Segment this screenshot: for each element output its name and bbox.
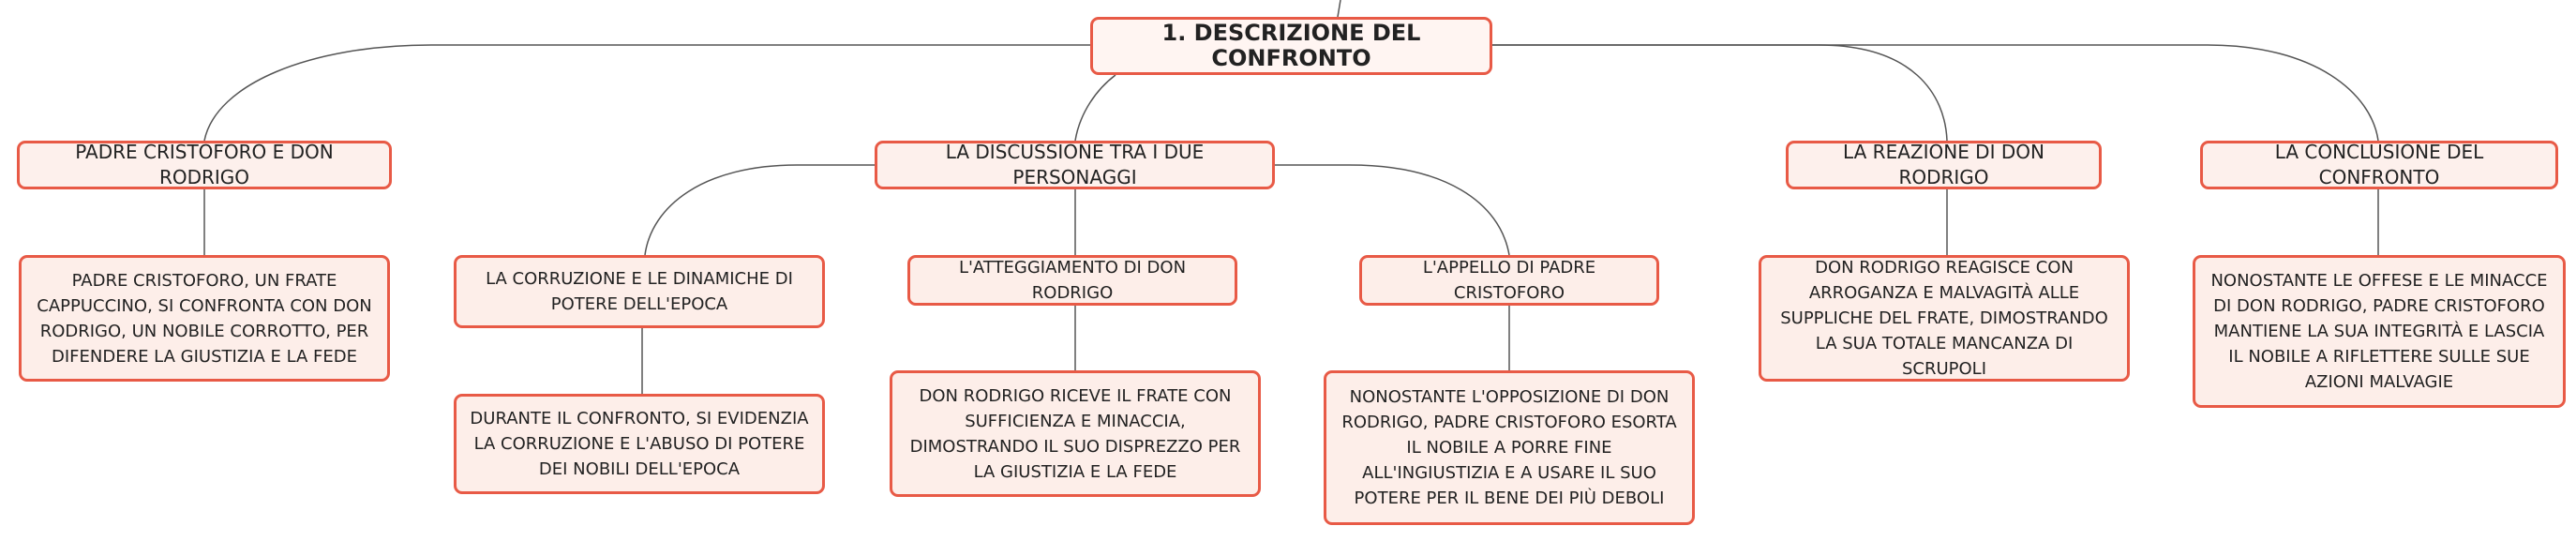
- branch-label: LA REAZIONE DI DON RODRIGO: [1843, 141, 2044, 188]
- detail-node-reazione[interactable]: DON RODRIGO REAGISCE CON ARROGANZA E MAL…: [1759, 255, 2130, 382]
- detail-node-appello[interactable]: NONOSTANTE L'OPPOSIZIONE DI DON RODRIGO,…: [1324, 370, 1695, 525]
- connector-root-branch-3: [1490, 44, 1948, 142]
- detail-text: DURANTE IL CONFRONTO, SI EVIDENZIA LA CO…: [470, 409, 809, 479]
- detail-text: PADRE CRISTOFORO, UN FRATE CAPPUCCINO, S…: [37, 270, 372, 367]
- root-node[interactable]: 1. DESCRIZIONE DEL CONFRONTO: [1090, 17, 1492, 75]
- subtopic-node-atteggiamento[interactable]: L'ATTEGGIAMENTO DI DON RODRIGO: [907, 255, 1237, 306]
- branch-label: LA CONCLUSIONE DEL CONFRONTO: [2274, 141, 2484, 188]
- detail-text: NONOSTANTE L'OPPOSIZIONE DI DON RODRIGO,…: [1341, 387, 1677, 508]
- connector-branch-2-sub-1: [644, 164, 876, 256]
- connector-root-branch-4: [1490, 44, 2379, 142]
- branch-node-reazione[interactable]: LA REAZIONE DI DON RODRIGO: [1786, 141, 2102, 189]
- branch-node-padre-cristoforo-don-rodrigo[interactable]: PADRE CRISTOFORO E DON RODRIGO: [17, 141, 392, 189]
- detail-node-atteggiamento[interactable]: DON RODRIGO RICEVE IL FRATE CON SUFFICIE…: [890, 370, 1261, 497]
- subtopic-node-appello[interactable]: L'APPELLO DI PADRE CRISTOFORO: [1359, 255, 1659, 306]
- branch-label: PADRE CRISTOFORO E DON RODRIGO: [75, 141, 334, 188]
- branch-label: LA DISCUSSIONE TRA I DUE PERSONAGGI: [945, 141, 1205, 188]
- detail-node-conclusione[interactable]: NONOSTANTE LE OFFESE E LE MINACCE DI DON…: [2193, 255, 2566, 408]
- connector-root-parent: [1337, 0, 1341, 18]
- branch-node-discussione[interactable]: LA DISCUSSIONE TRA I DUE PERSONAGGI: [875, 141, 1275, 189]
- subtopic-node-corruzione[interactable]: LA CORRUZIONE E LE DINAMICHE DI POTERE D…: [454, 255, 825, 328]
- connector-root-branch-1: [203, 44, 1092, 142]
- detail-node-corruzione[interactable]: DURANTE IL CONFRONTO, SI EVIDENZIA LA CO…: [454, 394, 825, 494]
- detail-text: DON RODRIGO RICEVE IL FRATE CON SUFFICIE…: [909, 385, 1241, 482]
- root-label: 1. DESCRIZIONE DEL CONFRONTO: [1161, 20, 1421, 71]
- detail-text: NONOSTANTE LE OFFESE E LE MINACCE DI DON…: [2210, 271, 2548, 392]
- detail-node-padre-cristoforo-don-rodrigo[interactable]: PADRE CRISTOFORO, UN FRATE CAPPUCCINO, S…: [19, 255, 390, 382]
- connector-root-branch-2: [1074, 74, 1116, 142]
- subtopic-label: L'APPELLO DI PADRE CRISTOFORO: [1422, 258, 1596, 303]
- subtopic-label: L'ATTEGGIAMENTO DI DON RODRIGO: [958, 258, 1187, 303]
- detail-text: DON RODRIGO REAGISCE CON ARROGANZA E MAL…: [1780, 258, 2108, 379]
- connector-branch-2-sub-3: [1273, 164, 1510, 256]
- subtopic-label: LA CORRUZIONE E LE DINAMICHE DI POTERE D…: [486, 269, 793, 314]
- branch-node-conclusione[interactable]: LA CONCLUSIONE DEL CONFRONTO: [2200, 141, 2558, 189]
